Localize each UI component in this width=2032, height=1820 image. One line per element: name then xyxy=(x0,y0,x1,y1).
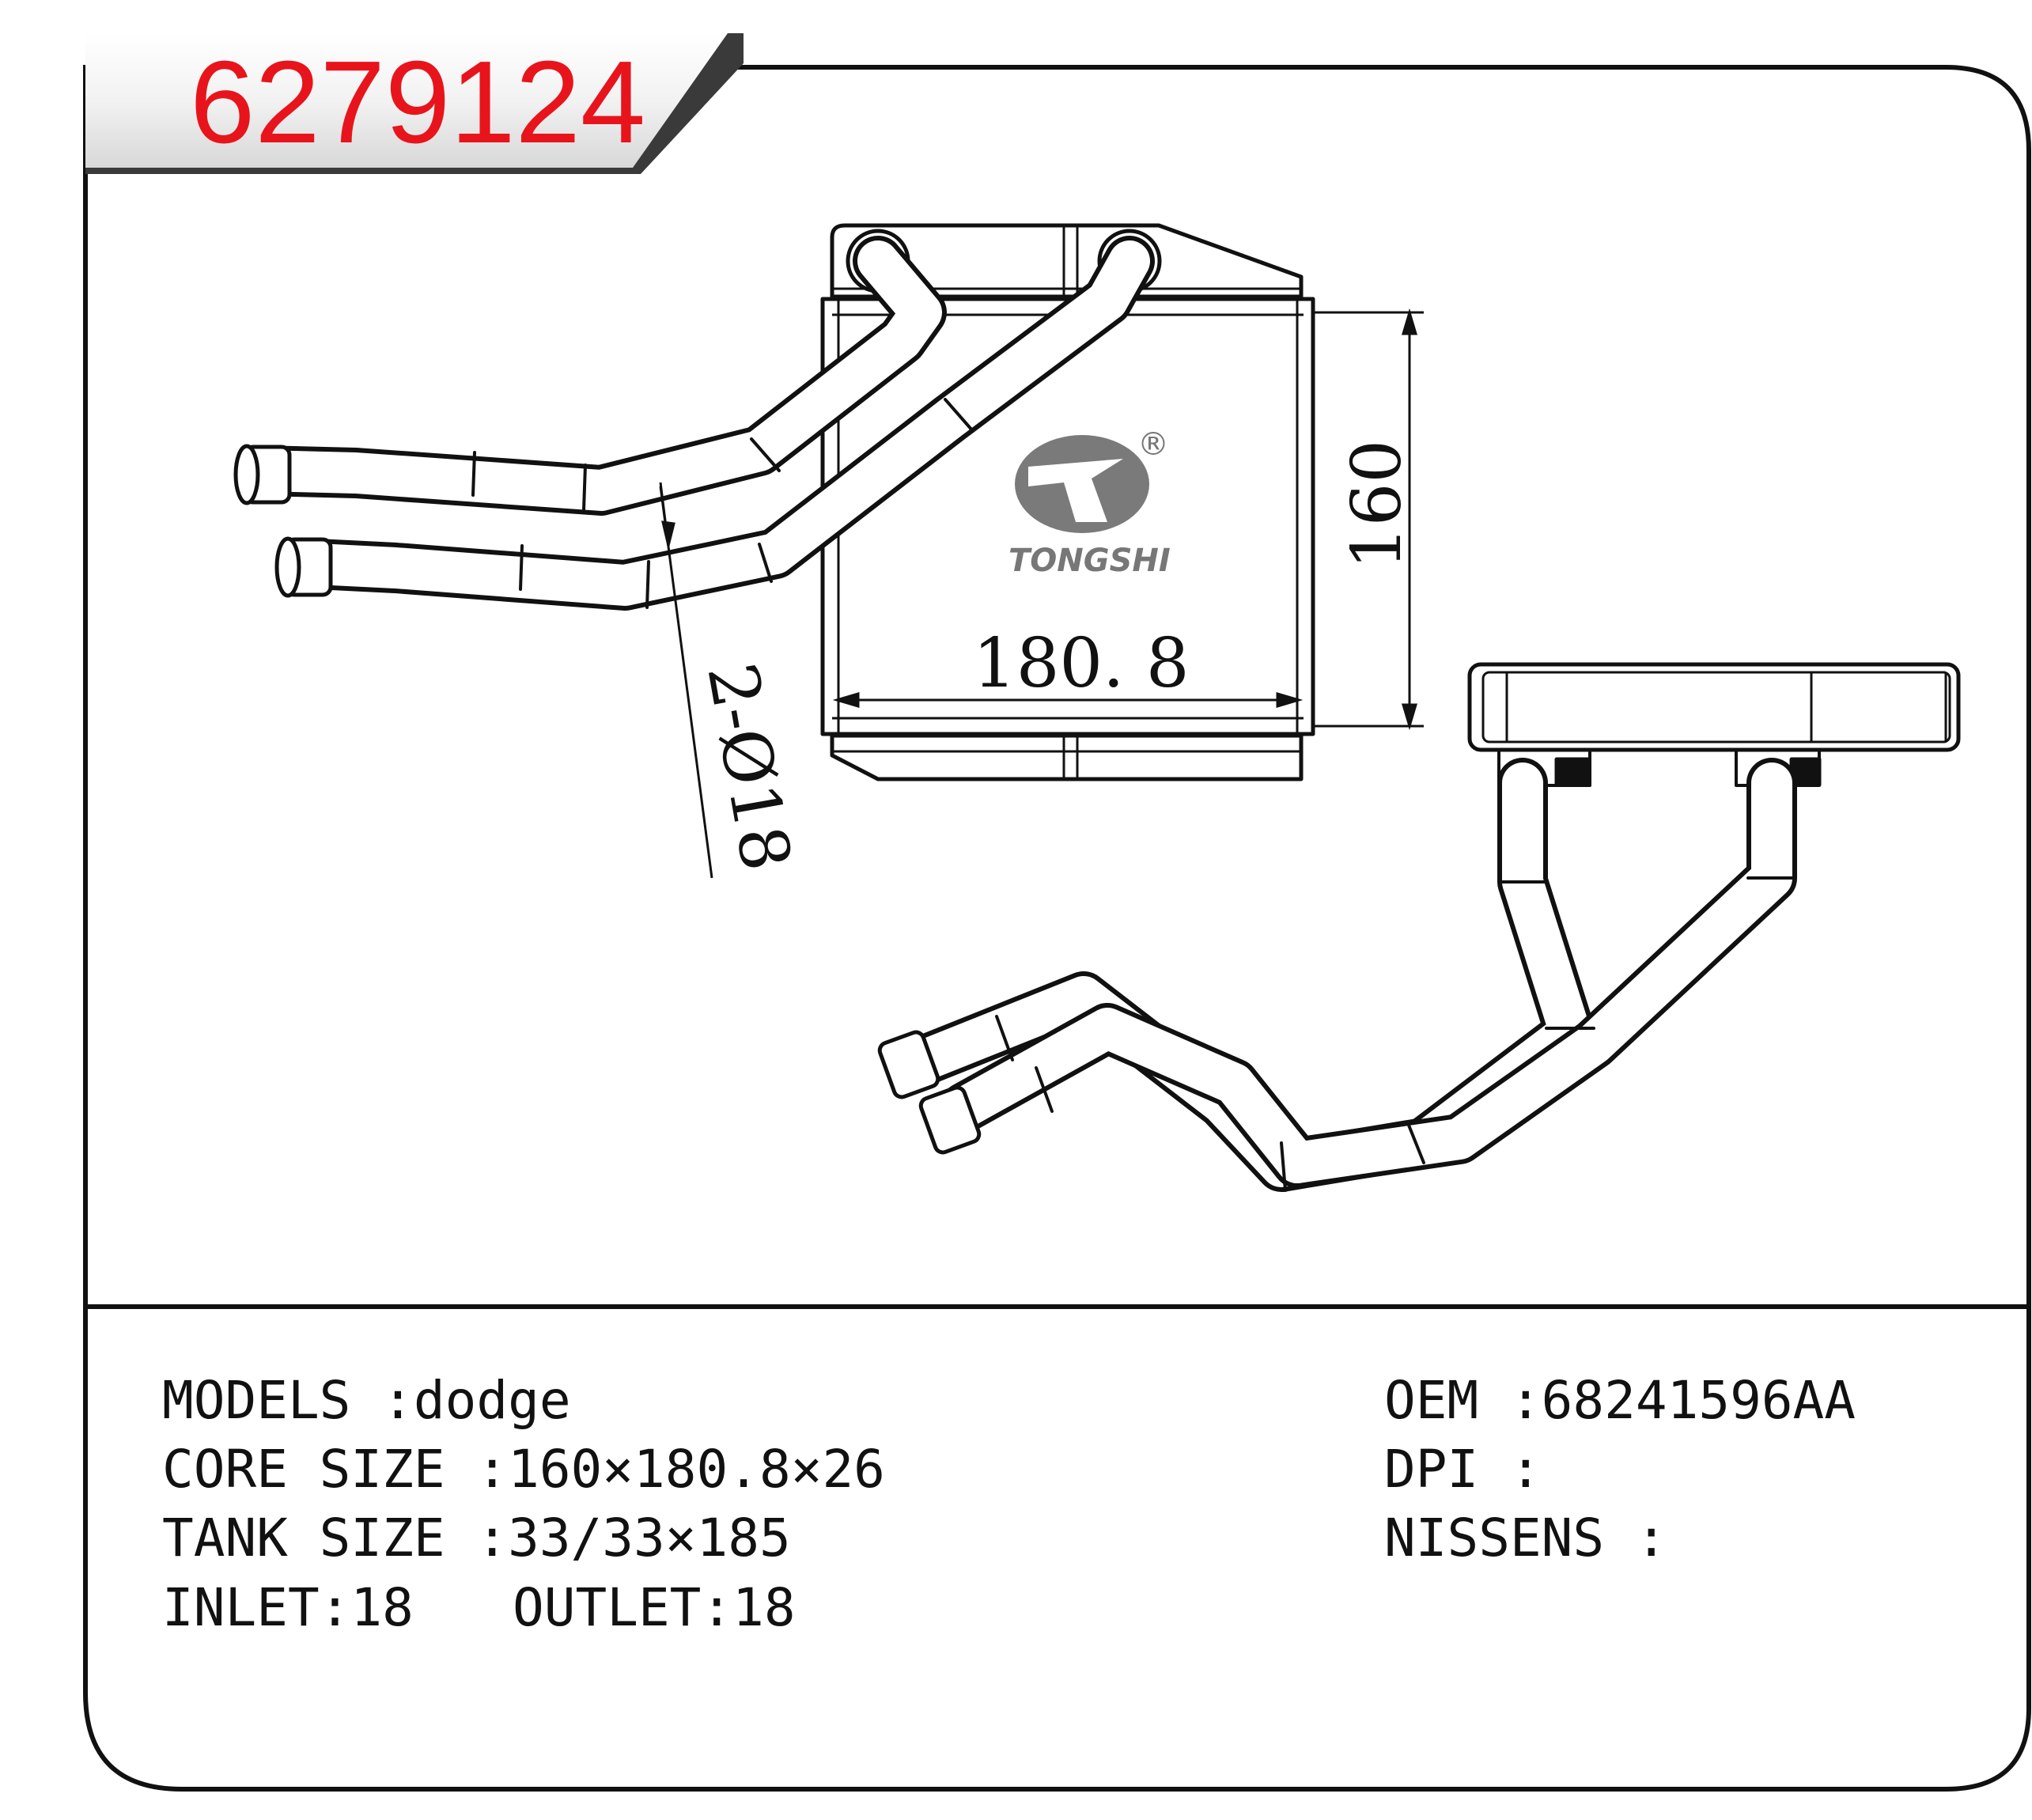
spec-nissens: NISSENS : xyxy=(1384,1508,1667,1568)
height-label: 160 xyxy=(1338,440,1417,569)
spec-core-size: CORE SIZE :160×180.8×26 xyxy=(162,1439,885,1500)
tongshi-logo: ® TONGSHI xyxy=(1008,426,1171,579)
spec-models: MODELS :dodge xyxy=(162,1370,571,1431)
spec-dpi: DPI : xyxy=(1384,1439,1542,1500)
front-pipes xyxy=(233,236,1155,611)
logo-wordmark: TONGSHI xyxy=(1008,543,1171,579)
width-dimension xyxy=(832,691,1304,709)
width-label: 180. 8 xyxy=(973,624,1190,703)
part-number-banner: 6279124 xyxy=(85,33,744,174)
pipe-diameter-leader xyxy=(659,482,713,879)
side-pipes xyxy=(877,758,1797,1192)
outer-frame xyxy=(83,65,2031,1792)
registered-mark: ® xyxy=(1137,426,1169,463)
part-number: 6279124 xyxy=(190,37,645,168)
side-view xyxy=(1467,662,1961,787)
spec-oem: OEM :68241596AA xyxy=(1384,1370,1856,1431)
height-dimension xyxy=(1313,308,1424,731)
spec-inlet: INLET:18 xyxy=(162,1577,414,1638)
pipe-diameter-label: 2-Ø18 xyxy=(691,657,805,876)
spec-tank-size: TANK SIZE :33/33×185 xyxy=(162,1508,791,1568)
spec-outlet: OUTLET:18 xyxy=(513,1577,796,1638)
